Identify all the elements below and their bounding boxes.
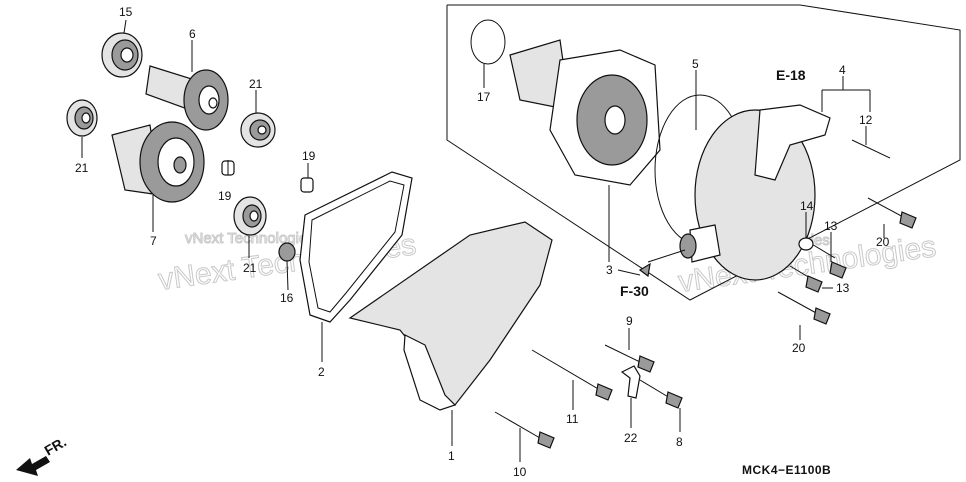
gasket-2	[299, 171, 413, 323]
gear-shaft-6	[145, 65, 229, 131]
front-arrow: FR.	[16, 433, 69, 476]
callout-21-b: 21	[75, 161, 89, 175]
plug-16	[278, 242, 296, 262]
bolt-13-lower	[789, 265, 823, 293]
callout-22: 22	[624, 431, 638, 445]
pin-19-right	[300, 177, 314, 193]
callout-20-b: 20	[792, 341, 806, 355]
callout-12: 12	[859, 113, 873, 127]
callout-13-a: 13	[824, 219, 838, 233]
bolt-11	[531, 349, 613, 401]
callout-21-a: 21	[249, 77, 263, 91]
callout-14: 14	[800, 199, 814, 213]
bolt-9	[604, 344, 655, 373]
callout-4: 4	[839, 63, 846, 77]
bolt-20-upper	[867, 197, 917, 229]
callout-numbers: 15 6 21 21 7 19 19 21 16 2 1 10 11 9 22 …	[75, 5, 890, 479]
callout-11: 11	[566, 412, 579, 426]
ref-e18: E-18	[776, 67, 806, 83]
assembly-frame	[446, 4, 961, 301]
bolt-12	[851, 139, 891, 159]
callout-20-a: 20	[876, 235, 890, 249]
bolt-20-lower	[777, 291, 831, 325]
clamp-22	[620, 365, 641, 399]
ref-f30: F-30	[620, 283, 649, 299]
callout-16: 16	[280, 291, 294, 305]
callout-5: 5	[692, 57, 699, 71]
leader-lines	[81, 19, 885, 462]
washer-14	[798, 237, 814, 251]
o-ring-17	[470, 19, 506, 65]
water-pump-3	[509, 39, 661, 186]
callout-10: 10	[513, 465, 527, 479]
callout-2: 2	[318, 365, 325, 379]
bearing-21-right	[240, 112, 276, 148]
bolt-8	[639, 379, 683, 409]
pump-cover-4	[679, 104, 831, 281]
callout-1: 1	[448, 449, 455, 463]
callout-7: 7	[150, 234, 157, 248]
callout-19-a: 19	[302, 149, 316, 163]
starter-gear-7	[111, 121, 205, 203]
bearing-21-left	[66, 99, 98, 137]
f30-arrowhead	[638, 262, 651, 278]
callout-17: 17	[477, 90, 491, 104]
callout-9: 9	[626, 314, 633, 328]
bolt-10	[494, 411, 555, 449]
bearing-21-lower	[233, 196, 267, 236]
watermark-text-1: vNext Technologies	[185, 230, 315, 247]
callout-15: 15	[119, 5, 133, 19]
bearing-15	[101, 32, 143, 78]
callout-19-b: 19	[218, 189, 232, 203]
fr-label: FR.	[42, 433, 70, 458]
callout-21-c: 21	[243, 261, 257, 275]
callout-6: 6	[189, 27, 196, 41]
callout-3: 3	[606, 263, 613, 277]
part-code: MCK4−E1100B	[742, 463, 831, 477]
callout-8: 8	[676, 435, 683, 449]
callout-13-b: 13	[836, 281, 850, 295]
